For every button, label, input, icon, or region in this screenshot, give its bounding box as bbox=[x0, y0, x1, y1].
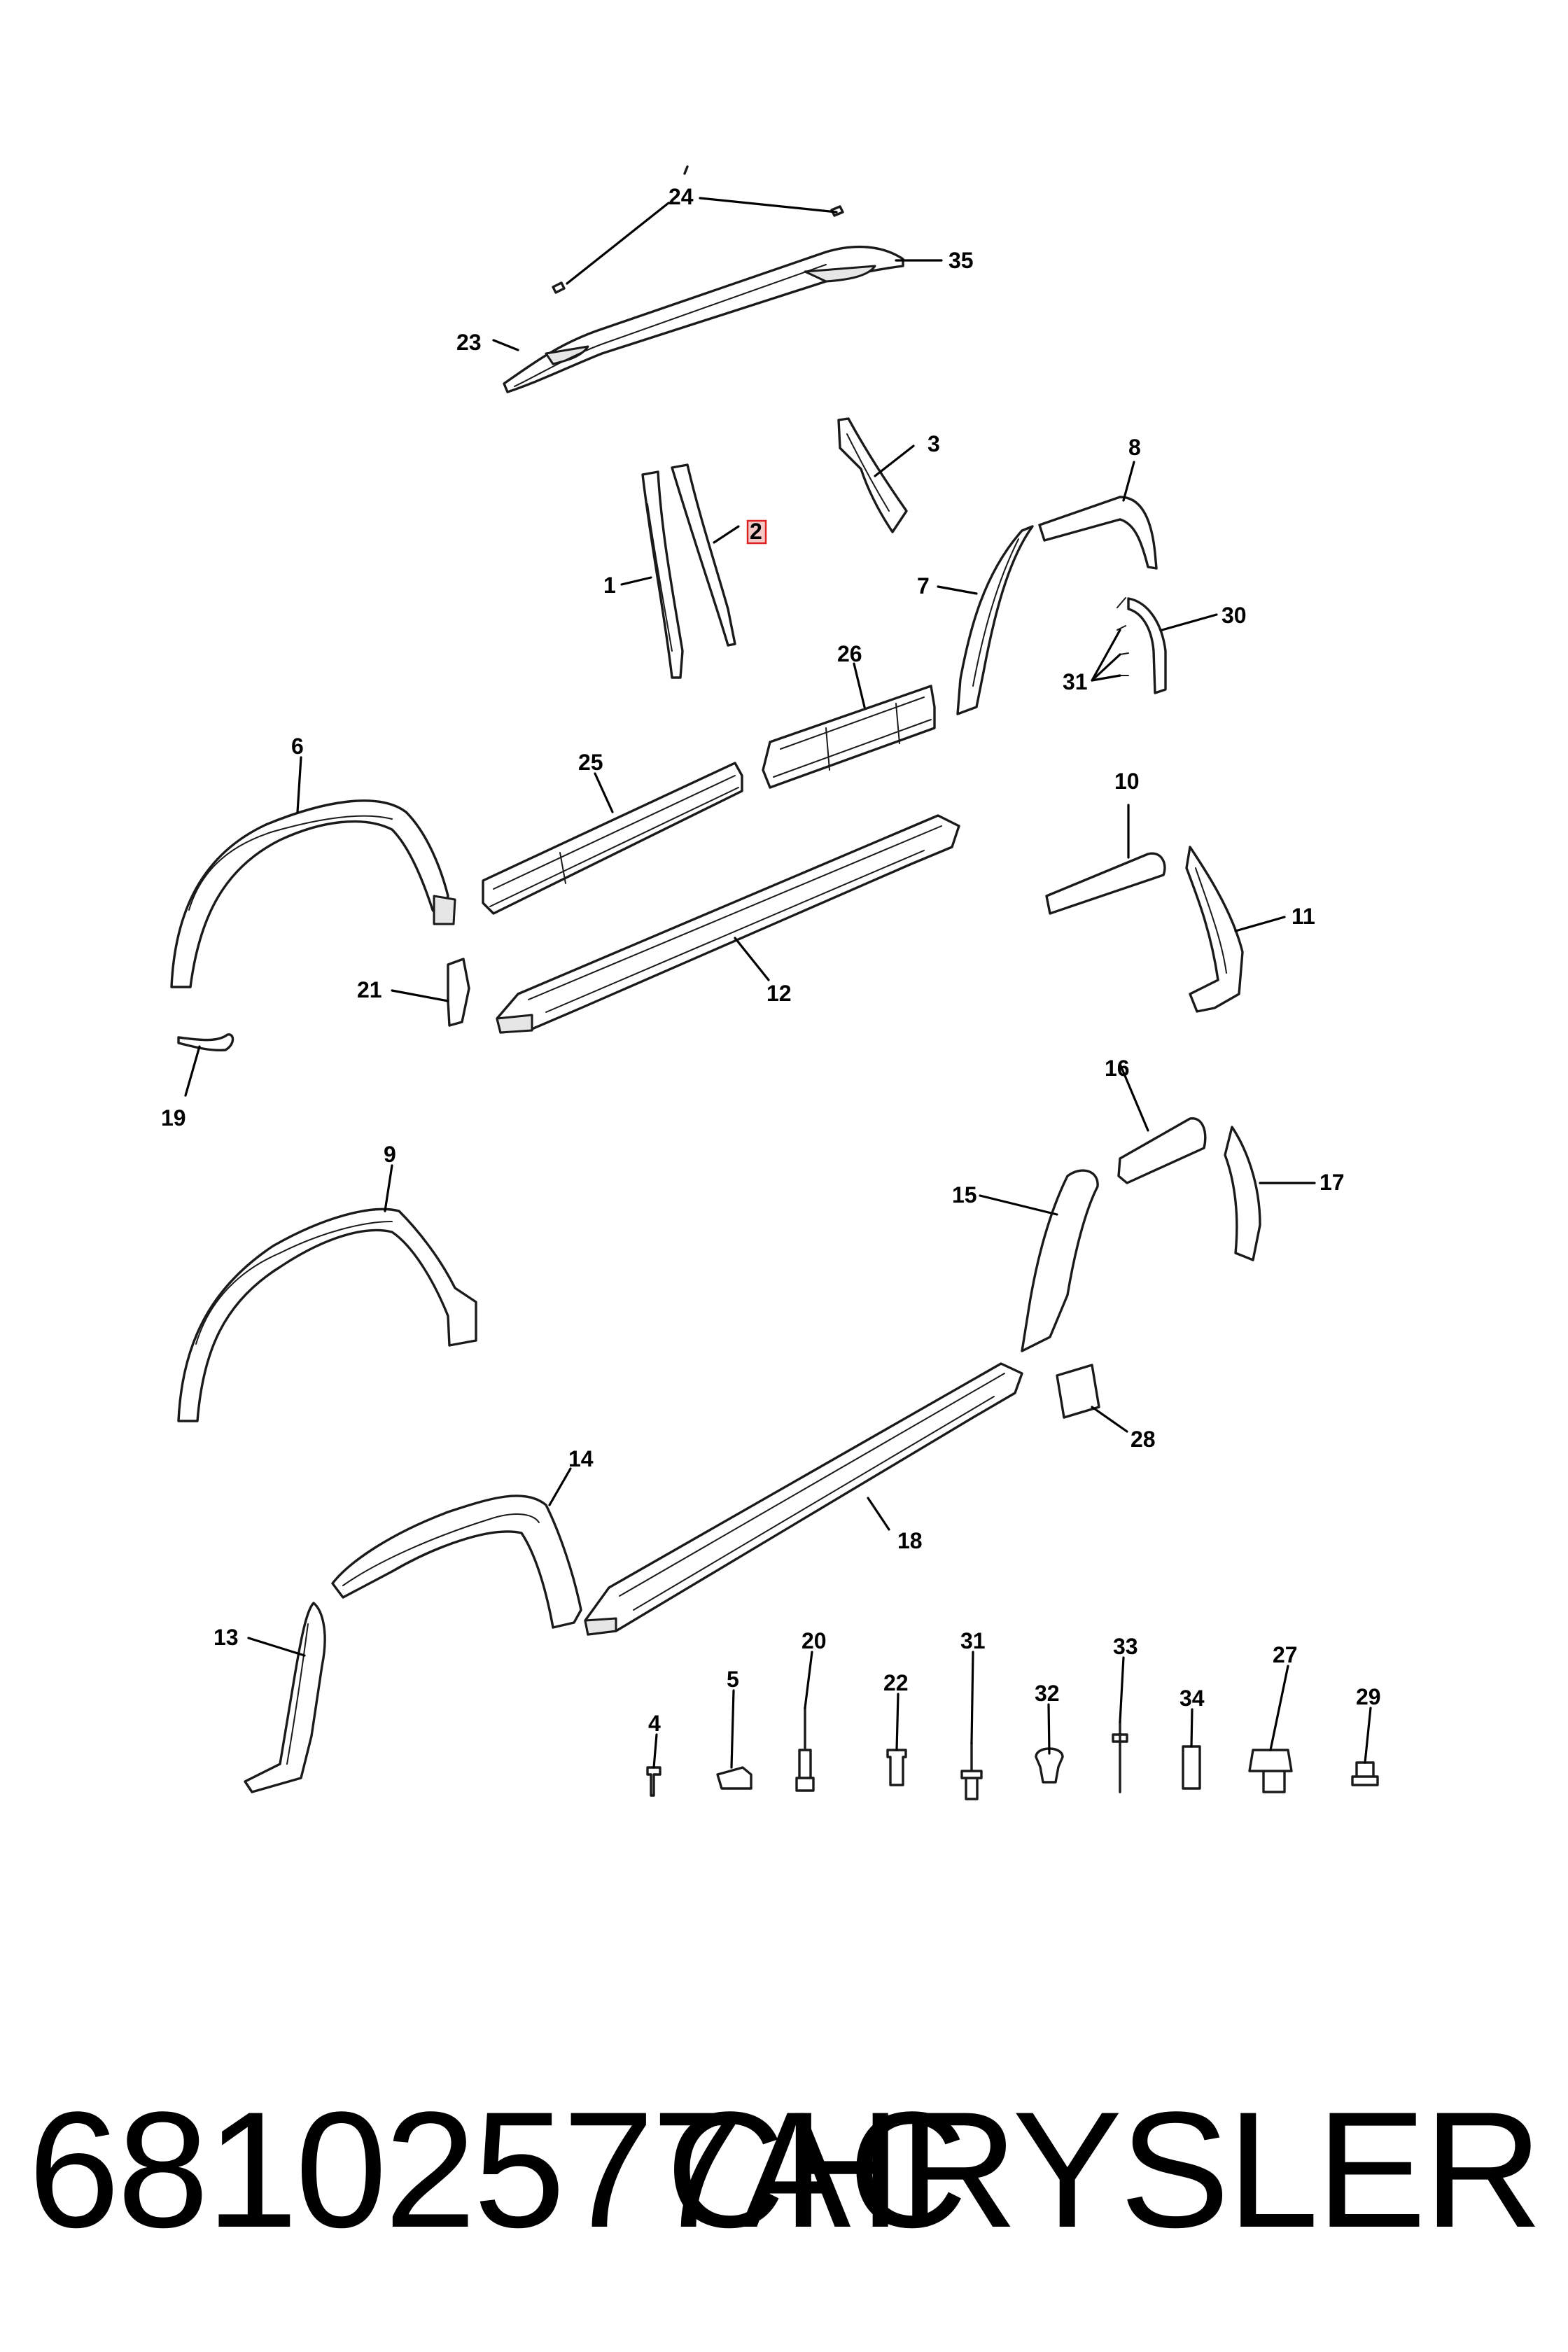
fastener-32 bbox=[1035, 1747, 1064, 1784]
callout-17: 17 bbox=[1320, 1170, 1345, 1195]
callout-20: 20 bbox=[802, 1628, 827, 1653]
callout-28: 28 bbox=[1130, 1427, 1156, 1452]
callout-2: 2 bbox=[750, 519, 762, 544]
fastener-20 bbox=[795, 1707, 815, 1792]
part-b-pillar-applique bbox=[641, 463, 736, 679]
callout-4: 4 bbox=[648, 1711, 661, 1736]
callout-2-highlight bbox=[746, 519, 767, 545]
callout-35: 35 bbox=[948, 248, 974, 273]
part-front-door-molding bbox=[482, 762, 743, 915]
part-front-wheel-arch bbox=[170, 799, 456, 988]
callout-24: 24 bbox=[668, 184, 694, 209]
callout-14: 14 bbox=[568, 1446, 594, 1471]
part-rear-arch-piece-10 bbox=[1045, 852, 1166, 915]
part-rear-wheel-arch bbox=[177, 1208, 477, 1422]
part-roof-clip bbox=[552, 165, 844, 294]
part-roof-rail bbox=[503, 245, 904, 393]
part-rocker-sill bbox=[496, 814, 960, 1034]
callout-26: 26 bbox=[837, 641, 862, 666]
callout-21: 21 bbox=[357, 977, 382, 1002]
part-wheel-lip-16 bbox=[1117, 1117, 1207, 1184]
part-bracket-21 bbox=[447, 958, 470, 1027]
callout-23: 23 bbox=[456, 330, 482, 355]
part-c-pillar-applique bbox=[837, 417, 908, 533]
callout-25: 25 bbox=[578, 750, 603, 775]
part-rear-door-molding bbox=[762, 685, 936, 789]
callout-13: 13 bbox=[214, 1625, 239, 1650]
fastener-34 bbox=[1182, 1745, 1201, 1790]
part-rear-corner-flare bbox=[1185, 846, 1244, 1013]
brand-name: CHRYSLER bbox=[666, 2078, 1543, 2262]
part-rear-corner-17 bbox=[1224, 1126, 1261, 1261]
callout-34: 34 bbox=[1180, 1686, 1205, 1711]
callout-19: 19 bbox=[161, 1105, 186, 1130]
callout-15: 15 bbox=[952, 1182, 977, 1208]
callout-10: 10 bbox=[1114, 769, 1140, 794]
part-number: 68102577AC bbox=[28, 2078, 967, 2262]
part-quarter-applique bbox=[956, 525, 1034, 715]
callout-6: 6 bbox=[291, 734, 304, 759]
part-front-fender-flare-14 bbox=[331, 1494, 582, 1629]
part-rocker-18 bbox=[584, 1362, 1023, 1636]
fastener-29 bbox=[1351, 1761, 1379, 1786]
fastener-33 bbox=[1112, 1721, 1128, 1793]
callout-22: 22 bbox=[883, 1670, 909, 1695]
part-clip-19 bbox=[177, 1033, 234, 1052]
callout-16: 16 bbox=[1105, 1056, 1130, 1081]
callout-9: 9 bbox=[384, 1142, 396, 1167]
fastener-22 bbox=[886, 1749, 907, 1786]
callout-1: 1 bbox=[603, 573, 616, 598]
callout-31a: 31 bbox=[1063, 669, 1088, 694]
fastener-27 bbox=[1248, 1749, 1293, 1793]
part-front-lower-13 bbox=[244, 1602, 326, 1793]
part-rear-quarter-applique-15 bbox=[1021, 1169, 1099, 1352]
callout-11: 11 bbox=[1292, 904, 1315, 929]
callout-7: 7 bbox=[917, 573, 930, 598]
fastener-31 bbox=[960, 1742, 983, 1800]
callout-12: 12 bbox=[766, 981, 792, 1006]
callout-3: 3 bbox=[927, 431, 940, 456]
callout-labels: 24 35 23 3 8 2 1 7 30 31 26 6 25 10 11 2… bbox=[161, 184, 1381, 1736]
callout-29: 29 bbox=[1356, 1684, 1381, 1709]
callout-5: 5 bbox=[727, 1667, 739, 1692]
callout-30: 30 bbox=[1222, 603, 1247, 628]
callout-31b: 31 bbox=[960, 1628, 986, 1653]
footer: 68102577AC CHRYSLER bbox=[0, 2065, 1568, 2275]
part-bracket-30 bbox=[1116, 597, 1167, 694]
callout-33: 33 bbox=[1113, 1634, 1138, 1659]
fastener-5 bbox=[716, 1766, 752, 1790]
callout-32: 32 bbox=[1035, 1681, 1060, 1706]
part-rear-arch-upper bbox=[1038, 496, 1158, 570]
callout-18: 18 bbox=[897, 1528, 923, 1553]
callout-27: 27 bbox=[1273, 1642, 1298, 1667]
leader-lines bbox=[184, 197, 1372, 1769]
fastener-4 bbox=[646, 1766, 662, 1797]
part-mudflap-28 bbox=[1056, 1364, 1100, 1419]
callout-8: 8 bbox=[1128, 435, 1141, 460]
